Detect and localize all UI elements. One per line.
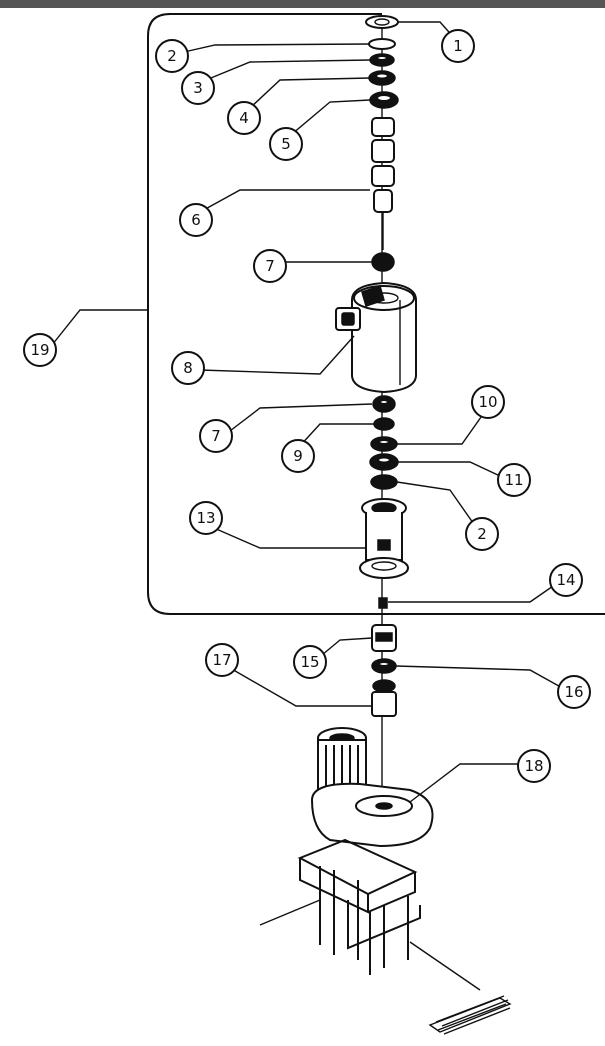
- callout-3-label: 3: [193, 79, 203, 97]
- callout-5-label: 5: [281, 135, 291, 153]
- part-motor-gearbox: [310, 727, 434, 848]
- callout-13: 13: [189, 501, 223, 535]
- assembly-group-bracket: [147, 13, 605, 615]
- callout-19: 19: [23, 333, 57, 367]
- part-base-plate: [428, 995, 512, 1035]
- callout-15-label: 15: [300, 653, 319, 671]
- callout-8: 8: [171, 351, 205, 385]
- callout-2-label: 2: [167, 47, 177, 65]
- callout-8-label: 8: [183, 359, 193, 377]
- callout-10: 10: [471, 385, 505, 419]
- callout-18-label: 18: [524, 757, 543, 775]
- callout-17-label: 17: [212, 651, 231, 669]
- part-drive-sleeve: [371, 679, 397, 717]
- part-seal-stack: [369, 436, 399, 490]
- part-ring-hole: [376, 55, 388, 61]
- top-edge-band: [0, 0, 605, 8]
- part-shaft-collar: [378, 597, 388, 609]
- callout-6: 6: [179, 203, 213, 237]
- part-seal: [368, 70, 396, 86]
- callout-5: 5: [269, 127, 303, 161]
- part-bearing-lower: [372, 395, 396, 413]
- callout-15: 15: [293, 645, 327, 679]
- part-bearing-upper: [371, 252, 395, 272]
- callout-2: 2: [155, 39, 189, 73]
- callout-16: 16: [557, 675, 591, 709]
- part-bearing-top: [369, 91, 399, 109]
- callout-14-label: 14: [556, 571, 575, 589]
- part-lower-coupling: [371, 624, 397, 652]
- callout-9: 9: [281, 439, 315, 473]
- callout-16-label: 16: [564, 683, 583, 701]
- callout-7-upper: 7: [253, 249, 287, 283]
- callout-6-label: 6: [191, 211, 201, 229]
- callout-7-lower-label: 7: [211, 427, 221, 445]
- callout-19-label: 19: [30, 341, 49, 359]
- callout-4: 4: [227, 101, 261, 135]
- callout-9-label: 9: [293, 447, 303, 465]
- callout-18: 18: [517, 749, 551, 783]
- callout-4-label: 4: [239, 109, 249, 127]
- callout-2-lower: 2: [465, 517, 499, 551]
- callout-3: 3: [181, 71, 215, 105]
- callout-1: 1: [441, 29, 475, 63]
- callout-1-label: 1: [453, 37, 463, 55]
- callout-7-lower: 7: [199, 419, 233, 453]
- part-support-frame: [259, 838, 481, 991]
- callout-11: 11: [497, 463, 531, 497]
- callout-7-upper-label: 7: [265, 257, 275, 275]
- part-washer-top: [368, 38, 396, 50]
- part-flanged-coupling: [359, 498, 409, 579]
- callout-13-label: 13: [196, 509, 215, 527]
- part-bearing-bottom: [371, 658, 397, 674]
- callout-11-label: 11: [504, 471, 523, 489]
- part-ring-lower: [373, 417, 395, 431]
- part-main-housing: [335, 281, 417, 394]
- part-top-cap: [365, 15, 399, 29]
- callout-17: 17: [205, 643, 239, 677]
- callout-10-label: 10: [478, 393, 497, 411]
- callout-14: 14: [549, 563, 583, 597]
- part-spacer-stack: [371, 117, 395, 250]
- callout-2-lower-label: 2: [477, 525, 487, 543]
